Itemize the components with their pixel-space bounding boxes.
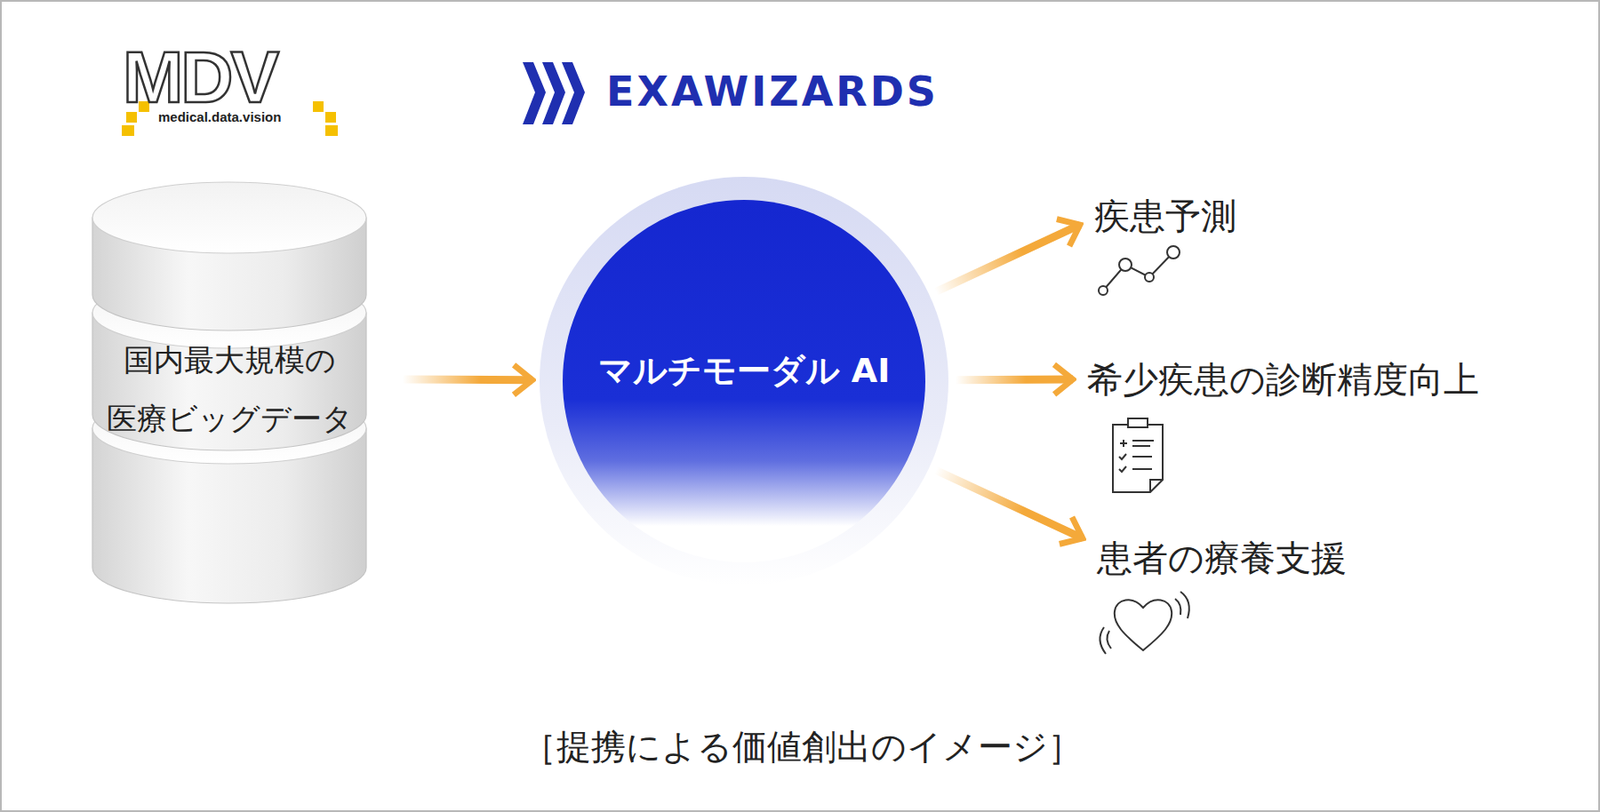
cylinder-top [92, 182, 367, 254]
database-cylinder: 国内最大規模の 医療ビッグデータ [91, 179, 368, 608]
flow-arrow [936, 470, 1083, 539]
exawizards-mark [522, 62, 585, 125]
output-item: 疾患予測 [1088, 191, 1242, 241]
mdv-logo-subtitle: medical.data.vision [158, 110, 281, 124]
flow-arrow [402, 376, 533, 385]
clipboard-icon [1112, 418, 1163, 493]
heart-icon [1099, 592, 1189, 655]
chart-icon [1098, 246, 1180, 296]
output-item: 希少疾患の診断精度向上 [1081, 354, 1485, 405]
flow-arrow [955, 376, 1073, 385]
cylinder-shape [91, 179, 368, 608]
flow-arrow [936, 224, 1080, 293]
node-text: 希少疾患の診断精度向上 [1087, 358, 1480, 401]
ai-circle: マルチモーダル AI [539, 176, 949, 586]
mdv-logo-text: MDV [122, 40, 277, 114]
circle-core [562, 200, 926, 563]
node-text: 国内最大規模の 医療ビッグデータ [91, 330, 368, 448]
output-item: 患者の療養支援 [1091, 533, 1352, 584]
node-text: マルチモーダル AI [598, 348, 891, 394]
node-text: 疾患予測 [1094, 194, 1237, 238]
caption: ［提携による価値創出のイメージ］ [1, 723, 1600, 772]
circle-halo [539, 176, 949, 586]
node-text: 患者の療養支援 [1096, 536, 1347, 580]
exawizards-logo-text: EXAWIZARDS [606, 71, 939, 112]
